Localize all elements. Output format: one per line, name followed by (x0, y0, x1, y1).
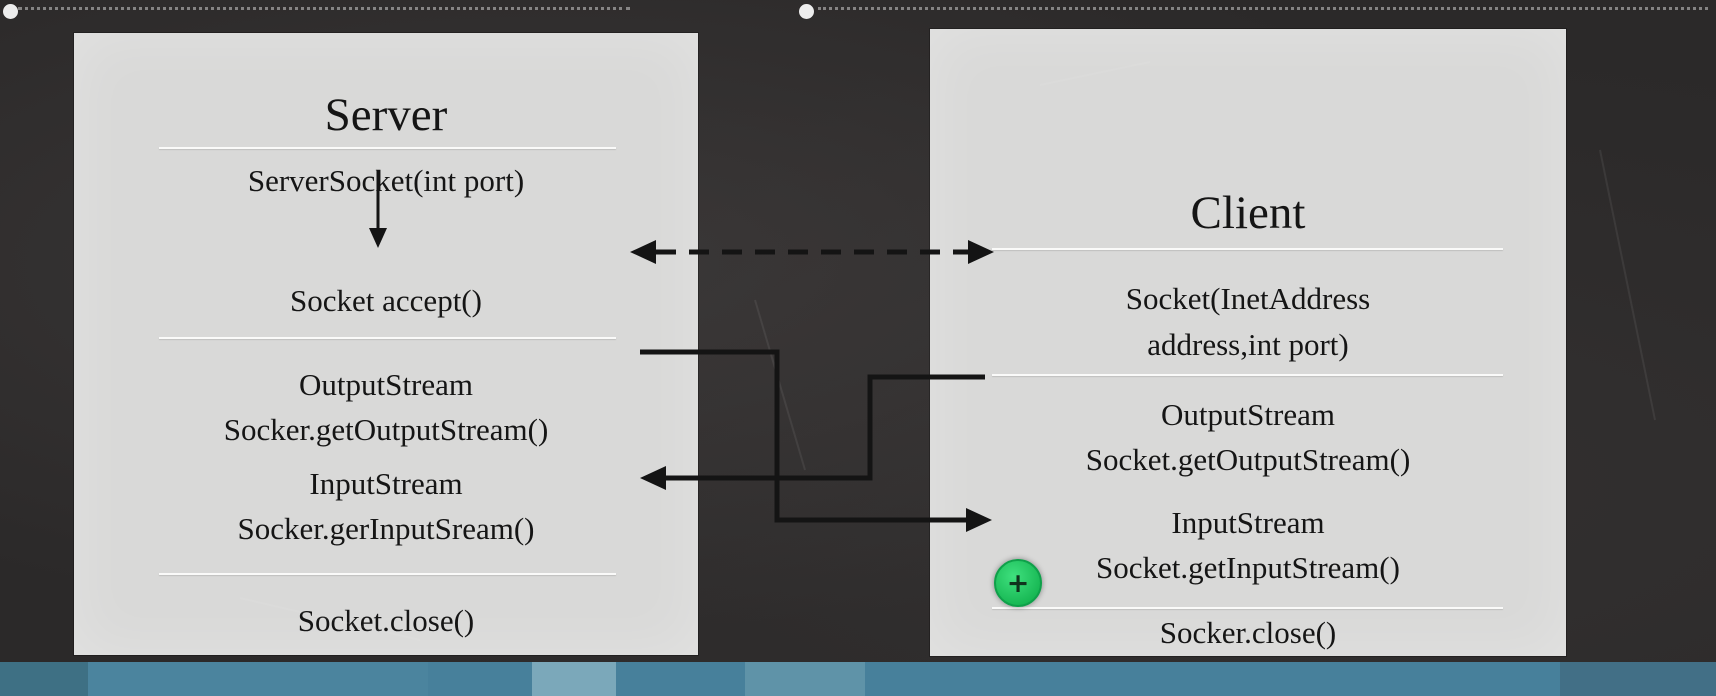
timeline-segment (745, 662, 865, 696)
server-close-text: Socket.close() (297, 603, 475, 638)
client-streams-divider (992, 607, 1503, 609)
client-title-divider (992, 248, 1503, 250)
slide-dot-marker-left (3, 4, 18, 19)
top-dotted-guide-right (818, 7, 1708, 10)
client-inputstream-line2: Socket.getInputStream() (1096, 550, 1400, 585)
server-box: Server ServerSocket(int port) Socket acc… (74, 33, 698, 655)
client-inputstream-line1: InputStream (1171, 505, 1325, 540)
server-constructor-text: ServerSocket(int port) (247, 163, 525, 198)
add-annotation-button[interactable]: + (994, 559, 1042, 607)
client-close-text: Socker.close() (1159, 615, 1337, 650)
timeline-segment (0, 662, 88, 696)
video-timeline[interactable] (0, 662, 1716, 696)
server-accept-divider (159, 337, 616, 339)
server-outputstream-line1: OutputStream (299, 367, 473, 402)
server-accept-text: Socket accept() (290, 283, 482, 318)
timeline-segment (88, 662, 428, 696)
server-inputstream-line1: InputStream (309, 466, 463, 501)
slide-dot-marker-right (799, 4, 814, 19)
client-outputstream-line2: Socket.getOutputStream() (1085, 442, 1411, 477)
server-title: Server (324, 89, 448, 141)
client-title: Client (1190, 187, 1306, 239)
client-constructor-divider (992, 374, 1503, 376)
client-outputstream-line1: OutputStream (1161, 397, 1335, 432)
client-constructor-line2: address,int port) (1147, 327, 1349, 362)
top-dotted-guide-left (18, 7, 630, 10)
client-box: Client Socket(InetAddress address,int po… (930, 29, 1566, 656)
timeline-segment (1560, 662, 1716, 696)
server-inputstream-line2: Socker.gerInputSream() (237, 511, 535, 546)
timeline-segment (532, 662, 616, 696)
client-constructor-line1: Socket(InetAddress (1125, 281, 1371, 316)
server-streams-divider (159, 573, 616, 575)
server-title-divider (159, 147, 616, 149)
server-outputstream-line2: Socker.getOutputStream() (223, 412, 549, 447)
